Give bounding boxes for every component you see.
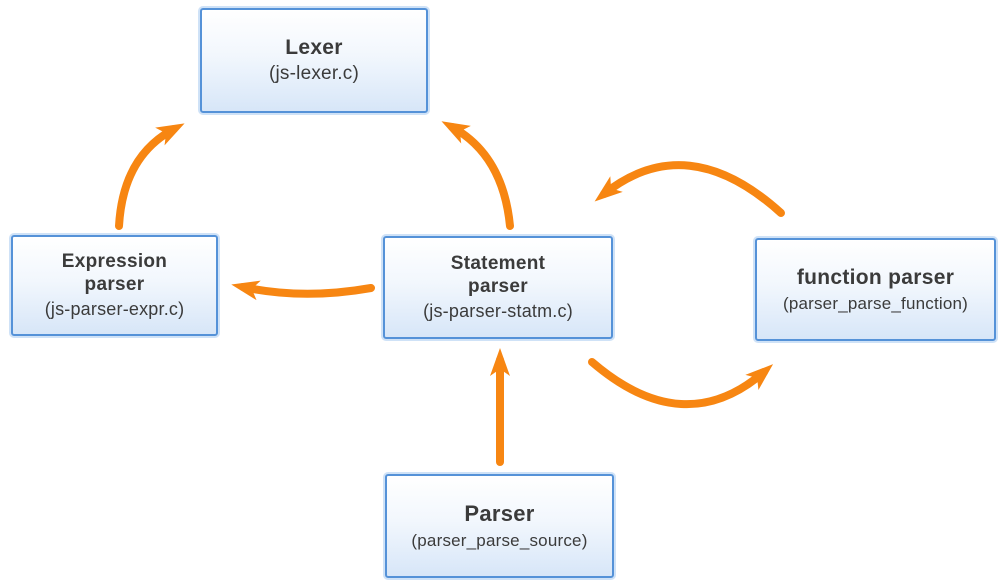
node-statement-parser-title: Statement parser: [450, 253, 546, 298]
node-expression-parser: Expression parser (js-parser-expr.c): [11, 235, 218, 336]
node-lexer-title: Lexer: [285, 35, 343, 59]
node-lexer: Lexer (js-lexer.c): [200, 8, 428, 113]
edge-statement-parser-to-function-parser-arrow: [588, 358, 774, 409]
edge-statement-parser-to-lexer-arrow: [441, 121, 514, 230]
node-function-parser-subtitle: (parser_parse_function): [782, 293, 969, 313]
edge-statement-parser-to-expression-parser-arrow: [231, 280, 375, 301]
node-lexer-subtitle: (js-lexer.c): [268, 63, 359, 85]
node-expression-parser-title: Expression parser: [61, 251, 168, 296]
node-function-parser: function parser (parser_parse_function): [755, 238, 996, 341]
node-parser: Parser (parser_parse_source): [385, 474, 614, 578]
node-function-parser-title: function parser: [796, 266, 955, 290]
node-parser-subtitle: (parser_parse_source): [411, 530, 588, 550]
node-parser-title: Parser: [464, 500, 535, 526]
edge-expression-parser-to-lexer-arrow: [115, 123, 185, 230]
edge-function-parser-to-statement-parser-arrow: [594, 161, 785, 217]
node-statement-parser-subtitle: (js-parser-statm.c): [423, 301, 573, 322]
node-statement-parser: Statement parser (js-parser-statm.c): [383, 236, 613, 339]
node-expression-parser-subtitle: (js-parser-expr.c): [44, 299, 185, 320]
